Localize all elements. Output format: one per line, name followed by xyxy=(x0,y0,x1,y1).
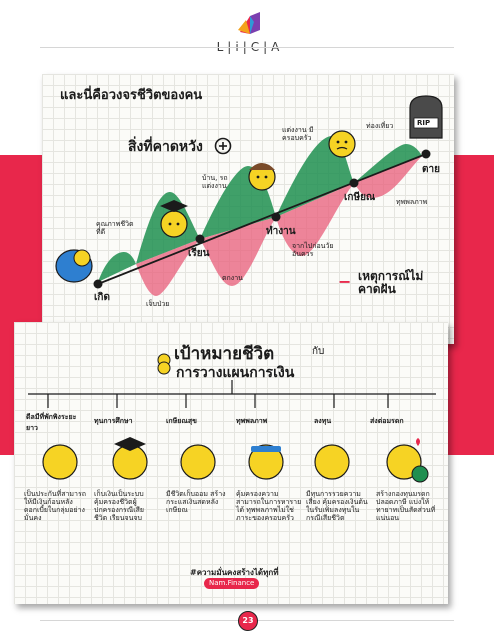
label-disabled: ทุพพลภาพ xyxy=(396,198,428,206)
header-divider xyxy=(40,47,454,48)
goal-header-longterm: ดีลมีที่พักพิงระยะยาว xyxy=(26,413,77,432)
page-number: 23 xyxy=(238,611,258,631)
goal-desc-legacy: สร้างกองทุนมรดก ปลอดภาษี แบ่งให้ทายาทเป็… xyxy=(376,490,436,522)
goal-desc-disabled: คุ้มครองความสามารถในการหารายได้ ทุพพลภาพ… xyxy=(236,490,302,522)
goal-header-retire: เกษียณสุข xyxy=(166,417,197,425)
goals-title-with: กับ xyxy=(312,346,325,357)
label-unemployed: ตกงาน xyxy=(222,274,243,282)
brand-badge: Nam.Finance xyxy=(204,578,260,589)
unexpected-label: เหตุการณ์ไม่คาดฝัน xyxy=(358,269,424,296)
expected-label: สิ่งที่คาดหวัง xyxy=(128,139,203,155)
goal-header-education: ทุนการศึกษา xyxy=(94,417,133,425)
book-logo-icon xyxy=(238,12,260,34)
goal-desc-retire: มีชีวิตเก็บออม สร้างกระแสเงินสดหลังเกษีย… xyxy=(166,490,226,514)
goals-title-main: เป้าหมายชีวิต xyxy=(174,344,275,364)
life-goals-card: เป้าหมายชีวิต กับ การวางแผนการเงิน ดีลมี… xyxy=(14,322,448,604)
goal-desc-invest: มีทุนการรวยความเสี่ยง คุ้มครองเงินต้นในร… xyxy=(306,490,368,522)
label-travel: ท่องเที่ยว xyxy=(366,122,394,130)
hashtag: #ความมั่นคงสร้างได้ทุกที่ xyxy=(190,568,279,577)
label-marry-family: แต่งงาน มีครอบครัว xyxy=(282,126,314,142)
milestone-death: ตาย xyxy=(422,164,440,175)
life-cycle-title: และนี่คือวงจรชีวิตของคน xyxy=(60,88,203,103)
rip-label: RIP xyxy=(417,119,431,127)
label-left-early: จากไปก่อนวัยอันควร xyxy=(292,242,334,258)
milestone-retire: เกษียณ xyxy=(344,192,376,203)
life-cycle-curve xyxy=(55,95,443,296)
goal-header-disabled: ทุพพลภาพ xyxy=(236,417,268,425)
minus-icon: − xyxy=(338,272,352,291)
worker-coin-icon xyxy=(248,163,276,191)
lica-logo: L|i|C|A xyxy=(210,10,290,66)
goals-title-sub: การวางแผนการเงิน xyxy=(176,365,295,381)
label-house-car: บ้าน, รถ แต่งงาน xyxy=(202,174,228,190)
plus-circle-icon xyxy=(214,137,232,155)
milestone-study: เรียน xyxy=(188,248,210,259)
tombstone-icon xyxy=(409,95,443,139)
milestone-work: ทำงาน xyxy=(266,226,296,237)
goal-header-legacy: ส่งต่อมรดก xyxy=(370,417,404,425)
goal-header-invest: ลงทุน xyxy=(314,417,332,425)
goal-desc-longterm: เป็นประกันที่สามารถให้มีเงินก้อนหลังดอกเ… xyxy=(24,490,86,522)
retiree-coin-icon xyxy=(328,130,356,158)
milestone-birth: เกิด xyxy=(94,292,110,303)
graduate-coin-icon xyxy=(160,200,188,238)
label-good-health: คุณภาพชีวิตที่ดี xyxy=(96,220,134,236)
goals-tree-lines xyxy=(28,353,436,483)
life-cycle-card: และนี่คือวงจรชีวิตของคน สิ่งที่คาดหวัง xyxy=(42,74,454,344)
baby-icon xyxy=(55,249,93,283)
label-sick: เจ็บป่วย xyxy=(146,300,170,308)
goal-desc-education: เก็บเงินเป็นระบบ คุ้มครองชีวิตผู้ปกครองก… xyxy=(94,490,145,522)
